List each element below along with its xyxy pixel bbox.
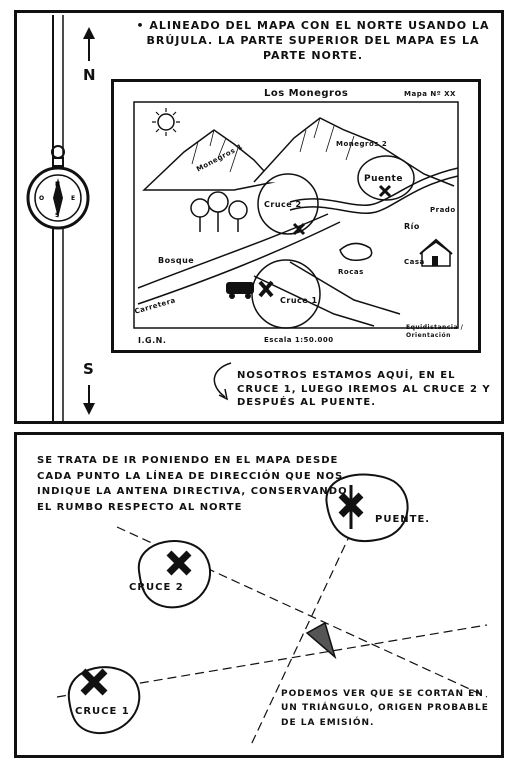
svg-text:O: O xyxy=(39,195,44,202)
map-frame: Los Monegros Mapa Nº XX Monegros 1 Moneg… xyxy=(111,79,481,353)
label-puente: Puente. xyxy=(375,514,431,525)
label-prado: Prado xyxy=(430,206,456,214)
label-cruce-2: Cruce 2 xyxy=(129,582,184,593)
map-drawing xyxy=(133,101,459,329)
direction-line-cruce-2 xyxy=(116,526,488,698)
label-bosque: Bosque xyxy=(158,256,195,265)
label-cruce-2: Cruce 2 xyxy=(264,200,302,209)
explanation-text: Se trata de ir poniendo en el mapa desde… xyxy=(37,455,348,513)
top-panel: N E O S N S • Alineado del mapa con el n… xyxy=(14,10,504,424)
cruce-1-marker xyxy=(251,259,321,329)
label-monegros-2: Monegros 2 xyxy=(336,140,388,148)
car-icon xyxy=(226,282,254,299)
north-arrow-icon xyxy=(83,27,95,61)
svg-text:S: S xyxy=(55,212,59,219)
label-rocas: Rocas xyxy=(338,268,364,276)
pointer-arrow-icon xyxy=(213,362,232,401)
cruce-2-marker xyxy=(137,540,212,609)
label-puente: Puente xyxy=(364,174,403,184)
bridge-marker xyxy=(357,155,415,201)
instruction-text: • Alineado del mapa con el norte usando … xyxy=(136,19,490,62)
bottom-panel: Se trata de ir poniendo en el mapa desde… xyxy=(14,432,504,758)
caption-text: Nosotros estamos aquí, en el cruce 1, lu… xyxy=(237,370,491,408)
map-scale: Escala 1:50.000 xyxy=(264,336,334,344)
triangulation-diagram xyxy=(56,473,488,746)
svg-text:N: N xyxy=(55,181,60,188)
label-cruce-1: Cruce 1 xyxy=(280,296,318,305)
forest-icon xyxy=(190,191,248,232)
north-south-axis: N E O S xyxy=(26,15,95,421)
svg-text:E: E xyxy=(71,195,75,202)
road-main xyxy=(137,213,329,289)
north-label: N xyxy=(83,66,97,84)
map-ign: I.G.N. xyxy=(138,336,167,345)
river xyxy=(289,167,459,206)
rocks-icon xyxy=(339,242,373,262)
puente-marker xyxy=(325,473,409,543)
mountain-1 xyxy=(142,129,276,191)
map-number: Mapa Nº XX xyxy=(404,90,456,98)
house-icon xyxy=(419,238,453,267)
label-cruce-1: Cruce 1 xyxy=(75,706,130,717)
label-rio: Río xyxy=(404,222,420,231)
map-title: Los Monegros xyxy=(264,88,349,99)
sun-icon xyxy=(152,108,180,136)
label-casa: Casa xyxy=(404,258,425,266)
cruce-2-marker xyxy=(257,173,319,236)
conclusion-text: Podemos ver que se cortan en un triángul… xyxy=(281,689,489,728)
cruce-1-marker xyxy=(67,666,141,735)
compass-icon: N E O S xyxy=(26,145,90,230)
map-equidistance: Equidistancia / Orientación xyxy=(406,324,464,339)
direction-line-bridge xyxy=(250,506,364,746)
mountain-2 xyxy=(253,117,455,187)
south-label: S xyxy=(83,360,95,378)
emission-triangle xyxy=(305,621,337,660)
south-arrow-icon xyxy=(83,385,95,415)
